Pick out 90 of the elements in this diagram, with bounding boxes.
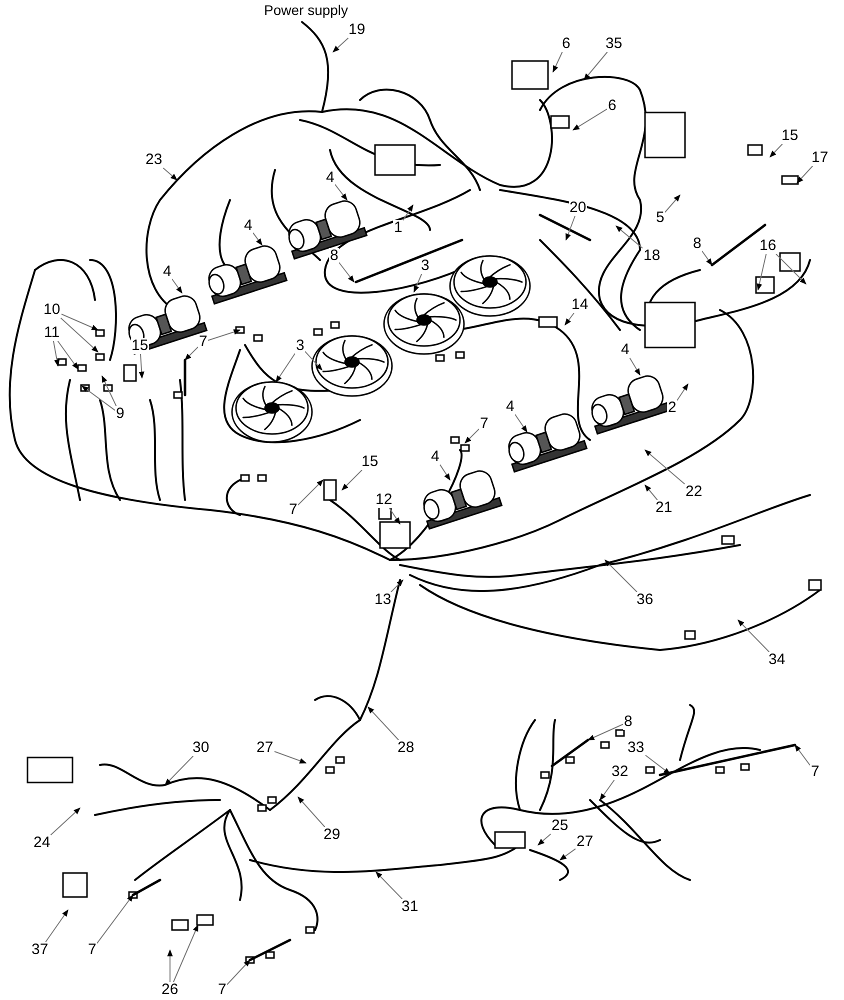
leader-line [252, 232, 262, 246]
leader-line [50, 808, 81, 836]
leader-line [600, 780, 615, 801]
leader-line [172, 924, 198, 982]
callout-number: 4 [505, 399, 516, 415]
wire-label: Power supply [264, 2, 348, 18]
leader-line [440, 464, 450, 481]
leader-line [81, 386, 116, 411]
leader-line [226, 960, 250, 986]
callout-number: 17 [810, 150, 830, 166]
leader-line [390, 580, 404, 592]
leader-line [388, 508, 400, 525]
leader-line [629, 358, 640, 376]
leader-line [184, 346, 198, 360]
leader-line [45, 909, 68, 942]
leader-line [162, 168, 178, 180]
leader-line [276, 353, 296, 383]
leader-line [102, 375, 117, 406]
leader-line [794, 744, 810, 766]
leader-line [702, 250, 712, 266]
leader-line [52, 340, 60, 367]
leader-line [566, 216, 576, 241]
leader-line [57, 340, 78, 370]
leader-line [274, 750, 307, 764]
leader-line [559, 848, 576, 860]
leader-line [368, 706, 400, 740]
leader-line [376, 872, 403, 900]
callout-number: 8 [329, 248, 340, 264]
leader-line [587, 724, 624, 740]
leader-line [615, 226, 643, 249]
callout-number: 20 [568, 200, 588, 216]
leader-line [644, 450, 686, 484]
leader-line [464, 428, 480, 444]
callout-number: 10 [42, 302, 62, 318]
callout-number: 16 [758, 238, 778, 254]
leader-line [664, 194, 680, 213]
leader-line [332, 38, 349, 52]
leader-line [298, 796, 326, 828]
leader-line [738, 620, 770, 652]
leader-line [572, 108, 608, 130]
callout-number: 19 [348, 22, 366, 38]
callout-number: 4 [162, 264, 172, 280]
callout-number: 14 [570, 297, 590, 313]
leader-line [756, 254, 767, 291]
leader-line [604, 560, 638, 592]
leader-line [770, 144, 783, 158]
leader-line [644, 484, 658, 500]
callout-number: 4 [243, 218, 254, 234]
callout-number: 4 [325, 170, 336, 186]
leader-line [138, 354, 144, 379]
leader-line [676, 383, 688, 401]
callout-number: 15 [130, 338, 150, 354]
leader-line [645, 754, 671, 774]
callout-number: 12 [374, 492, 394, 508]
leader-line [334, 184, 348, 201]
callout-number: 32 [610, 764, 630, 780]
leader-line [342, 470, 362, 490]
leader-line [584, 52, 608, 81]
leader-line [96, 894, 134, 944]
leader-line [514, 414, 528, 433]
callout-number: 3 [420, 258, 430, 274]
leader-line [304, 350, 322, 371]
leader-line [208, 329, 241, 341]
callout-number: 3 [295, 338, 306, 354]
leader-line [61, 314, 99, 330]
callout-number: 8 [623, 714, 634, 730]
leader-line [402, 204, 414, 221]
leader-line [338, 262, 354, 283]
leader-line [564, 312, 574, 326]
callout-number: 4 [430, 449, 440, 465]
callout-number: 11 [43, 325, 61, 341]
callout-number: 7 [479, 416, 490, 432]
callout-number: 15 [360, 454, 380, 470]
callout-number: 4 [620, 342, 630, 358]
callout-number: 6 [561, 36, 572, 52]
callout-number: 15 [780, 128, 800, 144]
callout-number: 7 [198, 334, 208, 350]
leader-line [796, 166, 814, 184]
leader-line [537, 834, 552, 846]
leader-line [164, 756, 194, 786]
leader-line [776, 254, 806, 284]
leader-line [298, 480, 324, 506]
callout-number: 35 [604, 36, 624, 52]
leader-line [167, 949, 173, 982]
callout-number: 30 [192, 740, 210, 756]
leader-line [172, 278, 182, 294]
callout-number: 8 [692, 236, 702, 252]
leader-line [60, 318, 99, 352]
leader-line [552, 52, 563, 73]
leader-line [414, 274, 422, 293]
